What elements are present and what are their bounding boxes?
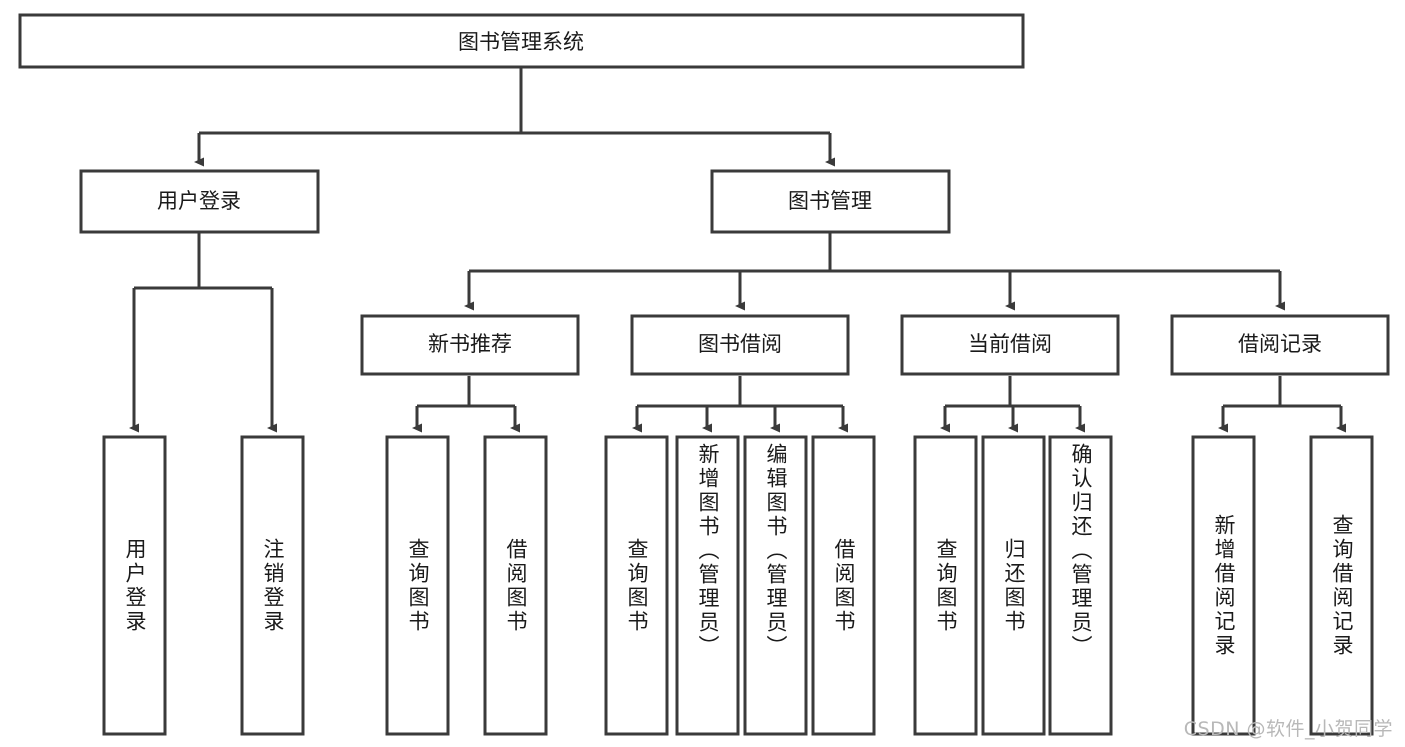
node-book-borrow[interactable]: 图书借阅: [630, 314, 850, 376]
node-book-borrow-label: 图书借阅: [698, 332, 782, 356]
node-book-borrow-box: [630, 314, 850, 376]
leaf-box-user-login-2[interactable]: [240, 435, 305, 736]
leaf-box-current-borrow-1[interactable]: [913, 435, 978, 736]
node-current-borrow[interactable]: 当前借阅: [900, 314, 1120, 376]
leaf-box-current-borrow-3[interactable]: [1048, 435, 1113, 736]
node-current-borrow-box: [900, 314, 1120, 376]
node-new-book-recommend-box: [360, 314, 580, 376]
leaf-box-new-book-2[interactable]: [483, 435, 548, 736]
node-new-book-recommend[interactable]: 新书推荐: [360, 314, 580, 376]
node-borrow-record-label: 借阅记录: [1238, 332, 1322, 356]
leaf-box-current-borrow-2[interactable]: [981, 435, 1046, 736]
leaf-box-borrow-record-2[interactable]: [1309, 435, 1374, 736]
connector-layer: [129, 67, 1346, 433]
node-book-manage[interactable]: 图书管理: [710, 169, 951, 234]
leaf-box-book-borrow-1[interactable]: [604, 435, 669, 736]
leaf-box-new-book-1[interactable]: [385, 435, 450, 736]
node-borrow-record[interactable]: 借阅记录: [1170, 314, 1390, 376]
node-current-borrow-label: 当前借阅: [968, 332, 1052, 356]
node-book-manage-box: [710, 169, 951, 234]
node-user-login-label: 用户登录: [157, 189, 241, 213]
node-root-box: [18, 13, 1025, 69]
leaf-box-book-borrow-4[interactable]: [811, 435, 876, 736]
leaf-box-book-borrow-2[interactable]: [675, 435, 740, 736]
node-book-manage-label: 图书管理: [788, 189, 872, 213]
node-root[interactable]: 图书管理系统: [18, 13, 1025, 69]
node-user-login-box: [79, 169, 320, 234]
node-root-label: 图书管理系统: [458, 30, 584, 54]
leaf-box-book-borrow-3[interactable]: [743, 435, 808, 736]
watermark-text: CSDN @软件_小贺同学: [1183, 718, 1393, 740]
node-new-book-recommend-label: 新书推荐: [428, 332, 512, 356]
node-user-login[interactable]: 用户登录: [79, 169, 320, 234]
leaf-box-user-login-1[interactable]: [102, 435, 167, 736]
leaf-box-borrow-record-1[interactable]: [1191, 435, 1256, 736]
node-borrow-record-box: [1170, 314, 1390, 376]
